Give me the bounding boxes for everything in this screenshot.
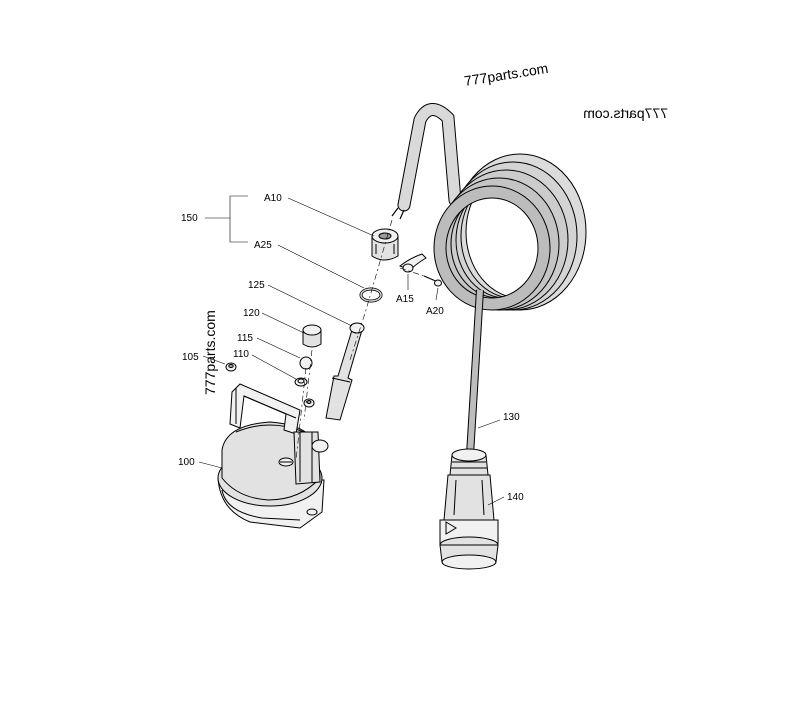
part-a25-ring: [359, 287, 383, 303]
part-125-tube: [325, 322, 365, 421]
label-120: 120: [243, 308, 260, 319]
plug-140: [439, 448, 499, 570]
cable-coil: [391, 103, 587, 311]
watermark-mirrored: 777parts.com: [583, 105, 668, 121]
part-105-lower-nut: [303, 398, 315, 408]
label-a20: A20: [426, 306, 444, 317]
label-140: 140: [507, 492, 524, 503]
watermark-vertical: 777parts.com: [202, 310, 218, 395]
label-a25: A25: [254, 240, 272, 251]
part-110-washer: [294, 377, 308, 387]
cable-lead-to-plug: [466, 289, 484, 456]
label-125: 125: [248, 280, 265, 291]
watermark-top: 777parts.com: [463, 60, 549, 89]
part-120-cap: [302, 324, 322, 348]
label-115: 115: [237, 333, 253, 344]
label-105: 105: [182, 352, 199, 363]
label-a10: A10: [264, 193, 282, 204]
part-a20-screw: [423, 275, 442, 287]
assembly-axis-lines: [295, 219, 425, 461]
label-110: 110: [233, 349, 249, 360]
label-150: 150: [181, 213, 198, 224]
label-100: 100: [178, 457, 195, 468]
leader-lines: [198, 195, 505, 506]
label-130: 130: [503, 412, 520, 423]
housing-100: [217, 383, 329, 529]
part-105-nut: [225, 362, 237, 372]
label-a15: A15: [396, 294, 414, 305]
part-labels: A10 A25 150 125 120 115 110 105 100 A15 …: [178, 193, 524, 503]
part-a10-gland: [371, 228, 399, 261]
